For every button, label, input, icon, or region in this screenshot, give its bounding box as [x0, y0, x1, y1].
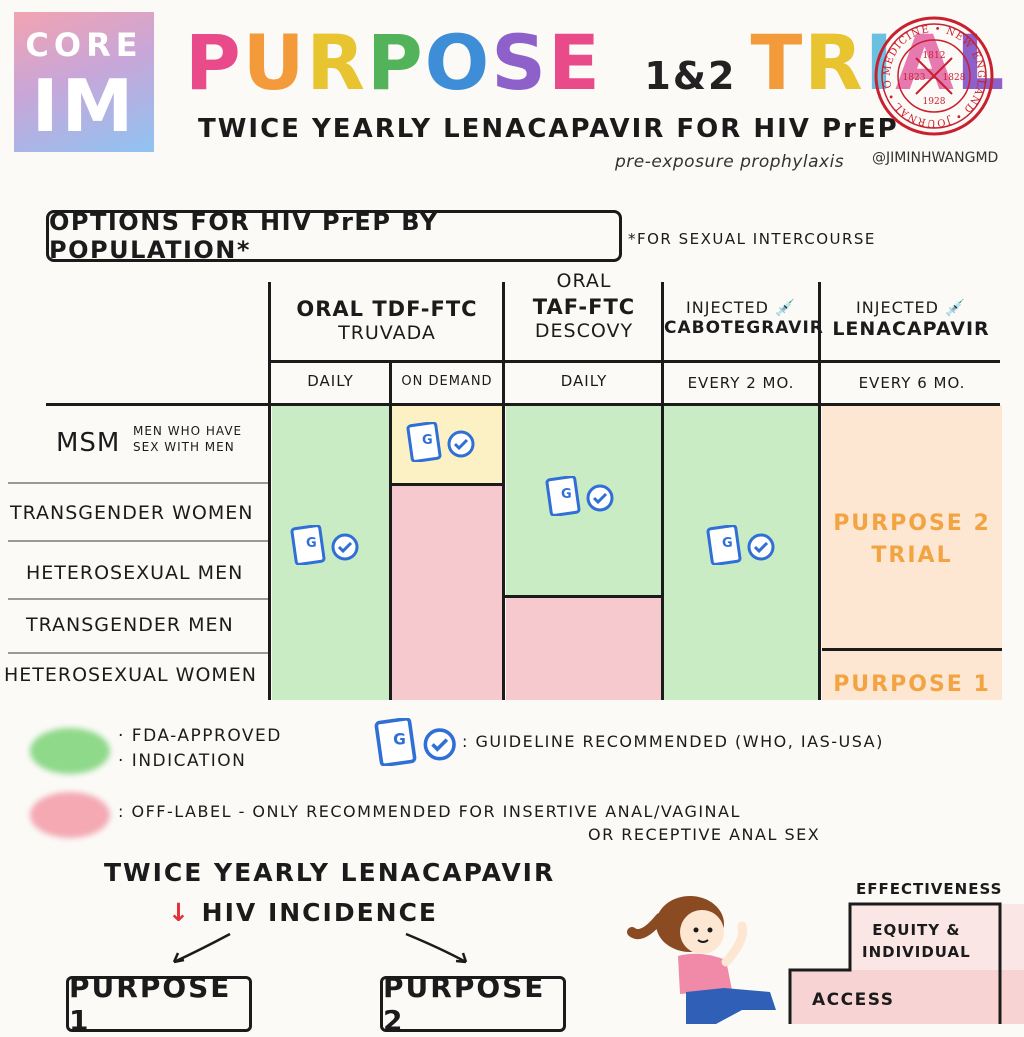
syringe-icon: 💉	[775, 298, 796, 317]
row-divider	[8, 540, 268, 542]
logo-line1: CORE	[25, 26, 143, 64]
equity-label: EQUITY & INDIVIDUAL	[862, 921, 971, 961]
subtitle: TWICE YEARLY LENACAPAVIR FOR HIV PrEP	[198, 114, 899, 144]
freq-descovy-daily: DAILY	[560, 372, 608, 390]
svg-text:G: G	[422, 433, 433, 448]
down-arrow-icon: ↓	[168, 898, 191, 927]
svg-text:G: G	[306, 536, 317, 551]
row-label-msm: MSM	[56, 428, 121, 458]
syringe-icon: 💉	[945, 298, 966, 317]
subtitle-note: pre-exposure prophylaxis	[615, 152, 845, 172]
freq-lenacapavir: EVERY 6 MO.	[858, 374, 966, 392]
purpose1-label: PURPOSE 1	[833, 672, 991, 697]
logo-line2: IM	[31, 64, 137, 148]
table-divider	[268, 360, 1000, 363]
legend-fda-approved: · FDA-APPROVED · INDICATION	[118, 726, 282, 771]
arrow-left-icon	[172, 932, 231, 964]
guideline-badge-icon: G	[545, 476, 614, 516]
title-trial: TRIAL	[750, 18, 1007, 107]
legend-off-label: : OFF-LABEL - ONLY RECOMMENDED FOR INSER…	[118, 802, 821, 845]
arrow-right-icon	[405, 932, 468, 964]
truvada-daily-fill	[272, 405, 390, 700]
row-note-msm: MEN WHO HAVE SEX WITH MEN	[133, 424, 243, 454]
drug-header-descovy: ORAL TAF-FTC DESCOVY	[532, 270, 636, 342]
table-divider	[822, 648, 1002, 651]
row-label-heterosexual-men: HETEROSEXUAL MEN	[26, 562, 244, 584]
seal-year-1828: 1828	[943, 73, 966, 83]
stairs-illustration	[627, 896, 1024, 1024]
row-label-transgender-women: TRANSGENDER WOMEN	[10, 502, 254, 524]
truvada-ondemand-offlabel-fill	[392, 485, 502, 700]
table-divider	[268, 282, 271, 700]
nejm-seal-icon: MEDICINE • NEW ENGLAND • JOURNAL • OF • …	[872, 14, 994, 136]
page-title: PURPOSE 1&2 TRIAL	[185, 18, 1006, 108]
row-label-transgender-men: TRANSGENDER MEN	[26, 614, 234, 636]
table-divider	[389, 362, 392, 700]
svg-text:G: G	[393, 730, 406, 748]
options-heading: OPTIONS FOR HIV PrEP BY POPULATION*	[46, 208, 622, 264]
access-label: ACCESS	[812, 990, 895, 1010]
bottom-headline: TWICE YEARLY LENACAPAVIR	[104, 858, 556, 887]
row-divider	[8, 482, 268, 484]
freq-truvada-daily: DAILY	[307, 372, 354, 390]
row-label-heterosexual-women: HETEROSEXUAL WOMEN	[4, 664, 258, 686]
bottom-incidence: ↓ HIV INCIDENCE	[168, 898, 438, 927]
drug-header-lenacapavir: INJECTED 💉 LENACAPAVIR	[832, 298, 990, 340]
title-numbers: 1&2	[644, 54, 737, 98]
purpose2-trial-label: PURPOSE 2 TRIAL	[833, 511, 991, 568]
seal-year-1928: 1928	[923, 97, 946, 107]
author-handle: @JIMINHWANGMD	[872, 150, 999, 166]
drug-header-cabotegravir: INJECTED 💉 CABOTEGRAVIR	[664, 298, 824, 338]
legend-guideline: : GUIDELINE RECOMMENDED (WHO, IAS-USA)	[462, 732, 884, 751]
descovy-offlabel-fill	[506, 597, 662, 700]
guideline-badge-icon: G	[406, 422, 475, 462]
legend-green-swatch	[30, 728, 110, 774]
table-divider	[661, 282, 664, 700]
descovy-fill	[506, 405, 662, 597]
row-divider	[8, 652, 268, 654]
guideline-badge-icon: G	[290, 525, 359, 565]
table-divider	[505, 595, 662, 598]
row-divider	[8, 598, 268, 600]
svg-text:G: G	[561, 487, 572, 502]
drug-header-truvada: ORAL TDF-FTC TRUVADA	[296, 297, 478, 345]
core-im-logo: CORE IM	[14, 12, 154, 152]
effectiveness-label: EFFECTIVENESS	[856, 880, 1003, 898]
svg-text:G: G	[722, 536, 733, 551]
table-divider	[502, 282, 505, 700]
options-footnote: *FOR SEXUAL INTERCOURSE	[628, 230, 876, 248]
legend-guideline-badge-icon: G	[374, 718, 456, 766]
table-divider	[818, 282, 821, 700]
purpose1-box: PURPOSE 1	[66, 971, 252, 1037]
table-divider	[392, 483, 502, 486]
legend-pink-swatch	[30, 792, 110, 838]
title-purpose: PURPOSE	[185, 18, 602, 107]
freq-cabotegravir: EVERY 2 MO.	[687, 374, 795, 392]
freq-truvada-ondemand: ON DEMAND	[401, 374, 493, 389]
seal-year-1812: 1812	[923, 51, 946, 61]
seal-year-1823: 1823	[903, 73, 926, 83]
cabotegravir-fill	[664, 405, 818, 700]
table-divider	[46, 403, 1000, 406]
guideline-badge-icon: G	[706, 525, 775, 565]
